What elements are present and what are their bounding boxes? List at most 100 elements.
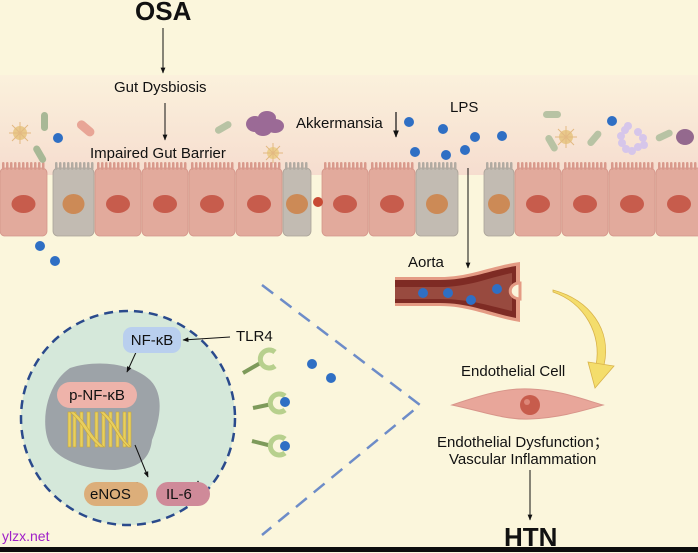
aorta-vessel-icon [395,262,522,322]
microvillus [383,162,386,170]
microvillus [215,162,218,170]
microvillus [79,162,82,170]
microvillus [635,162,638,170]
microvillus [231,162,234,170]
microvillus [59,162,62,170]
microvillus [670,162,673,170]
microvillus [63,162,66,170]
microvillus [690,162,693,170]
microvillus [450,162,453,170]
microvillus [364,162,367,170]
lps-dot [497,131,507,141]
microvillus [600,162,603,170]
microvillus [18,162,21,170]
microvillus [360,162,363,170]
yellow-curved-arrow-icon [552,289,615,389]
microvillus [125,162,128,170]
p-nfkb-box: p-NF-κB [57,382,137,408]
lps-dot-in-aorta [443,288,453,298]
tlr4-receptors [241,347,336,458]
microvillus [418,162,421,170]
cell-nucleus [11,195,36,213]
microvillus [348,162,351,170]
endothelial-dysfunction-label: Endothelial Dysfunction； [437,434,609,451]
microvillus [340,162,343,170]
microvillus [305,162,308,170]
microvillus [105,162,108,170]
microvillus [662,162,665,170]
microvillus [297,162,300,170]
microvillus [576,162,579,170]
microvillus [572,162,575,170]
tlr4-receptor-icon [252,391,290,415]
microvillus [666,162,669,170]
microvillus [156,162,159,170]
red-particle [313,197,323,207]
microvillus [75,162,78,170]
microvillus [596,162,599,170]
arrow-tlr4-to-nfkb [182,336,231,343]
cell-nucleus [200,195,224,213]
aorta-label: Aorta [408,254,444,271]
cell-nucleus [106,195,130,213]
microvillus [168,162,171,170]
microvillus [109,162,112,170]
microvillus [274,162,277,170]
microvillus [426,162,429,170]
microvillus [580,162,583,170]
microvillus [199,162,202,170]
microvillus [91,162,94,170]
cell-nucleus [620,195,644,213]
arrow-dna-to-outputs [134,444,149,478]
lps-dot-in-aorta [492,284,502,294]
bottom-border [0,547,698,552]
spiky-bacterium-icon [263,143,283,163]
microvillus [101,162,104,170]
cell-nucleus [153,195,177,213]
lps-label: LPS [450,99,479,116]
microvillus [399,162,402,170]
intestinal-epithelium [0,162,698,237]
rod-bacterium-icon [214,121,232,134]
microvillus [254,162,257,170]
microvillus [494,162,497,170]
gut-dysbiosis-label: Gut Dysbiosis [114,79,207,96]
microvillus [42,162,45,170]
microvillus [564,162,567,170]
microvillus [67,162,70,170]
microvillus [2,162,5,170]
rod-bacterium-icon [543,111,561,118]
microvillus [592,162,595,170]
microvillus [184,162,187,170]
lps-dot [438,124,448,134]
microvillus [203,162,206,170]
lps-dot [441,150,451,160]
microvillus [250,162,253,170]
flagellated-bacterium-icon [76,120,95,137]
cell-nucleus [286,194,308,214]
microvillus [568,162,571,170]
microvillus [352,162,355,170]
cell-nucleus [380,195,404,213]
microvillus [643,162,646,170]
microvillus [407,162,410,170]
microvillus [545,162,548,170]
lps-particles [35,116,617,266]
microvillus [195,162,198,170]
microvillus [541,162,544,170]
oval-bacterium-icon [676,129,694,145]
microvillus [615,162,618,170]
tlr4-receptor-icon [241,347,277,375]
microvillus [22,162,25,170]
microvillus [133,162,136,170]
microvillus [674,162,677,170]
microvillus [387,162,390,170]
microvillus [328,162,331,170]
microvillus [223,162,226,170]
microvillus [686,162,689,170]
vascular-inflammation-label: Vascular Inflammation [449,451,597,468]
microvillus [117,162,120,170]
cell-nucleus [573,195,597,213]
lps-dot [404,117,414,127]
lps-dot-in-aorta [466,295,476,305]
